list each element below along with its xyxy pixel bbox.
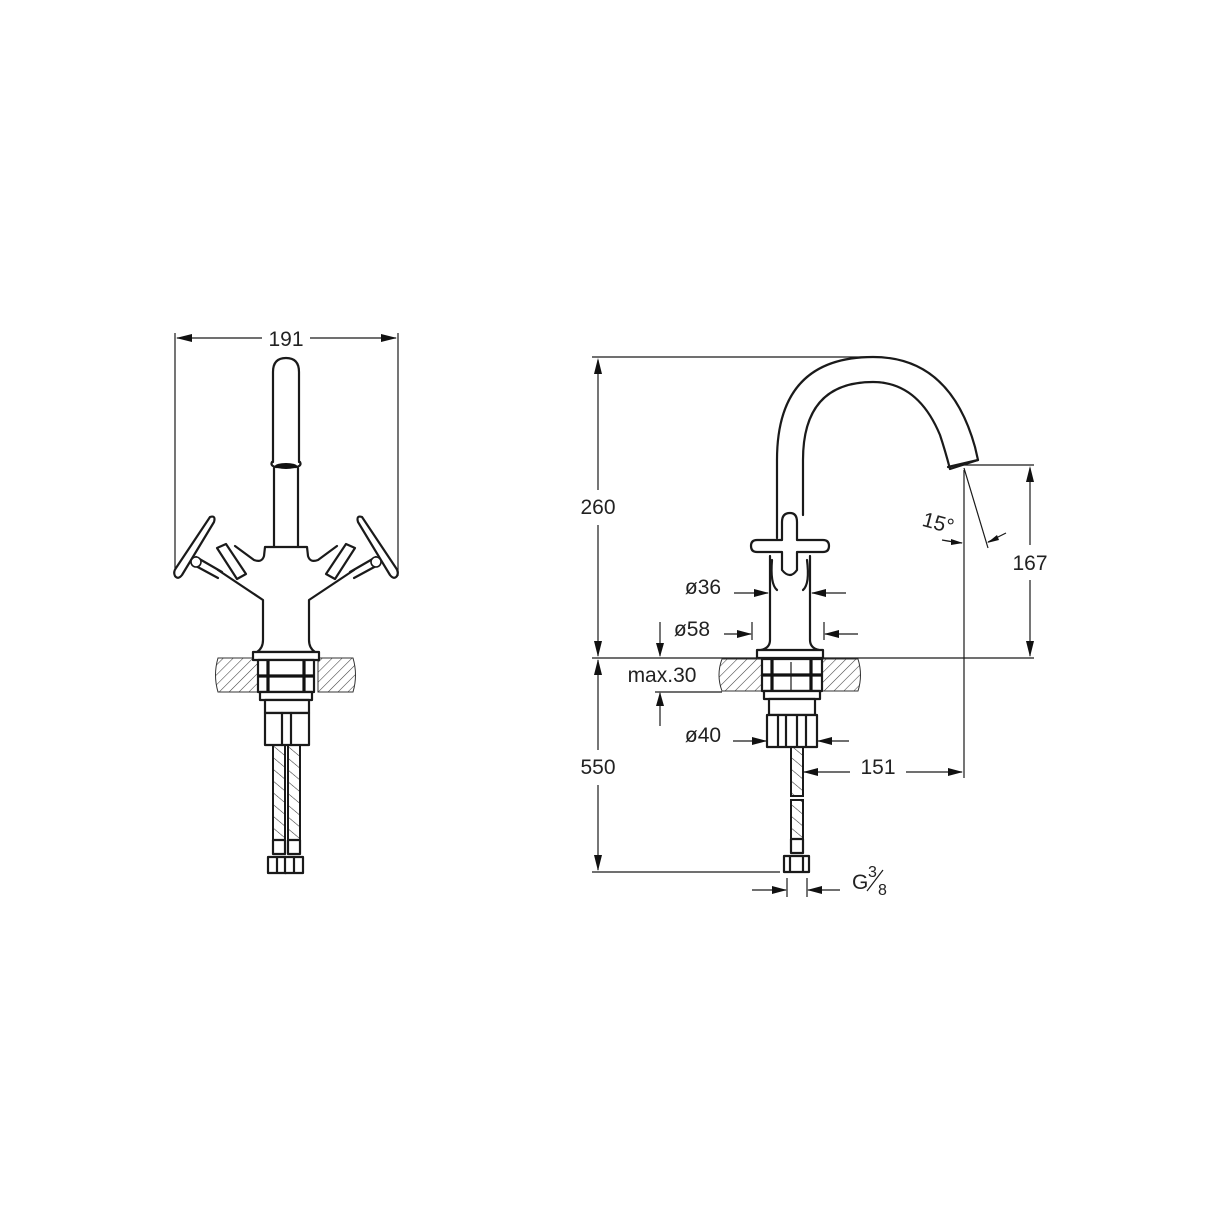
side-view: 260 550 167 15° (580, 355, 1048, 899)
hoses-front (266, 744, 305, 875)
dimension-deck-max30: max.30 (628, 622, 722, 726)
dimension-height-260: 260 (580, 358, 616, 657)
label-height: 260 (580, 496, 615, 519)
label-width: 191 (268, 328, 303, 351)
dimension-thread-g38: G 3 8 (752, 864, 887, 899)
label-thread-numerator: 3 (868, 864, 877, 881)
mixer-body-front (173, 515, 399, 654)
label-thread-prefix: G (852, 871, 868, 894)
label-nut-diameter: ø40 (685, 724, 721, 747)
label-spout-reach: 151 (860, 756, 895, 779)
cross-handle-side (749, 511, 831, 592)
dimension-outlet-167: 167 (1012, 466, 1048, 657)
hose-side (782, 746, 811, 874)
dimension-reach-151: 151 (803, 756, 963, 779)
label-thread-denominator: 8 (878, 882, 887, 899)
label-angle: 15° (920, 508, 957, 538)
spout-front (270, 356, 302, 549)
label-deck-thickness: max.30 (628, 664, 697, 687)
label-outlet-height: 167 (1012, 552, 1047, 575)
front-view: 191 (173, 328, 399, 875)
dimension-body-36: ø36 (685, 576, 846, 599)
label-base-diameter: ø58 (674, 618, 710, 641)
dimension-nut-40: ø40 (685, 724, 849, 747)
deck-front (215, 650, 356, 747)
dimension-hose-550: 550 (580, 659, 616, 871)
spout-side (775, 355, 980, 540)
dimension-angle-15: 15° (920, 467, 1007, 549)
label-hose-length: 550 (580, 756, 615, 779)
deck-side (718, 657, 861, 749)
dimension-base-58: ø58 (674, 618, 858, 641)
dimension-width-191: 191 (174, 328, 399, 576)
label-body-diameter: ø36 (685, 576, 721, 599)
